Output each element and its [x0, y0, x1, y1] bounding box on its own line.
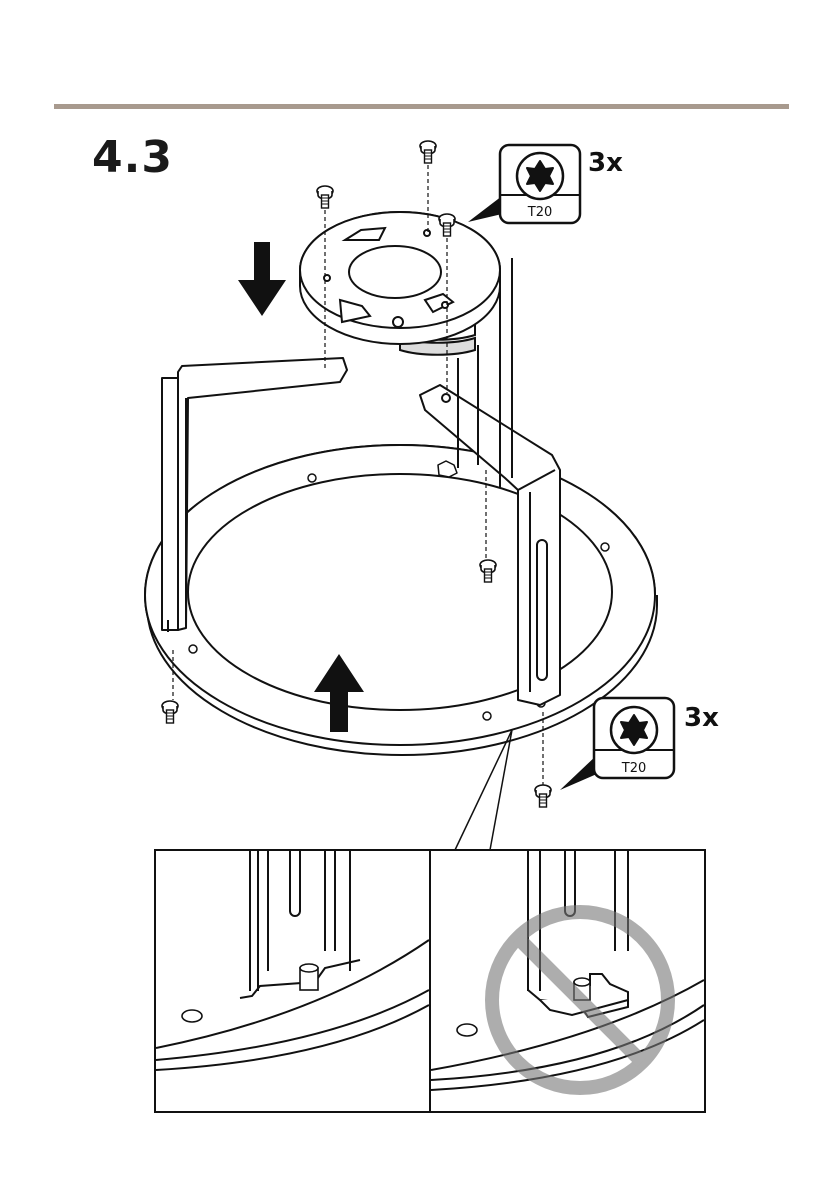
tool-label: T20	[527, 205, 552, 220]
tool-label: T20	[621, 761, 646, 776]
arrow-down-icon	[238, 242, 286, 316]
ring-plate	[145, 445, 657, 755]
quantity-label: 3x	[684, 703, 719, 733]
torx-callout-top: T20 3x	[468, 145, 623, 223]
quantity-label: 3x	[588, 148, 623, 178]
mount-puck	[300, 212, 500, 355]
torx-callout-bottom: T20 3x	[560, 698, 719, 790]
